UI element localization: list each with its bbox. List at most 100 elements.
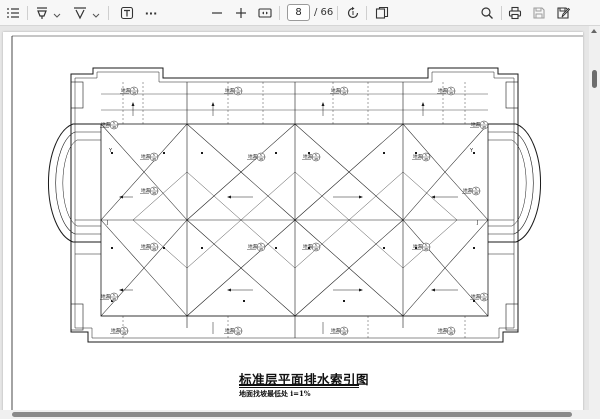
index-number: 5 [123, 327, 125, 331]
fit-page-icon[interactable] [256, 3, 274, 23]
drain-label: 地漏 [225, 327, 234, 334]
index-number: 5 [153, 243, 155, 247]
save-as-icon[interactable] [554, 3, 572, 23]
index-number: 5 [113, 121, 115, 125]
index-sheet: 48 [259, 247, 263, 251]
drain-label: 地漏 [463, 187, 472, 194]
horizontal-scroll-thumb[interactable] [12, 412, 572, 417]
drain-label: 地漏 [141, 153, 150, 160]
chevron-down-icon[interactable] [53, 7, 61, 19]
rotate-icon[interactable] [344, 3, 362, 23]
index-number: 5 [315, 243, 317, 247]
index-number: 5 [237, 327, 239, 331]
drain-label: 地漏 [121, 87, 130, 94]
index-sheet: 48 [424, 157, 428, 161]
index-number: 5 [343, 327, 345, 331]
index-sheet: 48 [132, 91, 136, 95]
drain-label: 地漏 [101, 293, 110, 300]
axis-label-y: Y [108, 148, 113, 154]
separator [108, 6, 109, 20]
drain-label: 地漏 [141, 243, 150, 250]
index-sheet: 48 [236, 331, 240, 335]
drawing-subtitle: 地面找坡最低处 i=1% [239, 389, 311, 398]
drain-label: 地漏 [141, 187, 150, 194]
index-number: 5 [153, 153, 155, 157]
zoom-in-icon[interactable] [232, 3, 250, 23]
drawing-title: 标准层平面排水索引图 [239, 372, 370, 387]
draw-icon[interactable] [71, 3, 89, 23]
scroll-up-arrow-icon[interactable] [591, 29, 597, 33]
zoom-out-icon[interactable] [208, 3, 226, 23]
index-number: 5 [450, 87, 452, 91]
index-sheet: 48 [474, 191, 478, 195]
index-sheet: 48 [152, 247, 156, 251]
index-number: 5 [133, 87, 135, 91]
text-box-icon[interactable] [118, 3, 136, 23]
axis-label-y: Y [469, 148, 474, 154]
index-number: 5 [260, 243, 262, 247]
index-number: 5 [475, 187, 477, 191]
more-button[interactable]: ··· [144, 6, 158, 20]
index-number: 5 [260, 153, 262, 157]
index-number: 5 [343, 87, 345, 91]
index-sheet: 48 [482, 125, 486, 129]
index-sheet: 48 [314, 157, 318, 161]
index-sheet: 48 [112, 297, 116, 301]
drain-label: 地漏 [303, 243, 312, 250]
index-sheet: 48 [236, 91, 240, 95]
save-icon[interactable] [530, 3, 548, 23]
index-sheet: 48 [342, 91, 346, 95]
print-icon[interactable] [506, 3, 524, 23]
page-total: / 66 [314, 7, 334, 18]
index-sheet: 48 [342, 331, 346, 335]
separator [27, 6, 28, 20]
drain-label: 地漏 [111, 327, 120, 334]
index-number: 5 [483, 293, 485, 297]
index-sheet: 48 [122, 331, 126, 335]
axis-label-j: J [476, 220, 478, 226]
page-number-input[interactable] [287, 4, 310, 21]
drain-label: 地漏 [101, 121, 110, 128]
index-sheet: 48 [424, 247, 428, 251]
toolbar: ··· / 66 [0, 0, 600, 26]
title-underline [239, 384, 359, 386]
vertical-scroll-thumb[interactable] [592, 70, 597, 88]
drain-label: 地漏 [248, 243, 257, 250]
index-number: 5 [315, 153, 317, 157]
index-sheet: 48 [314, 247, 318, 251]
two-page-icon[interactable] [373, 3, 391, 23]
list-icon[interactable] [4, 3, 22, 23]
chevron-down-icon[interactable] [92, 7, 100, 19]
drain-label: 地漏 [438, 87, 447, 94]
horizontal-scrollbar[interactable] [0, 410, 589, 419]
index-number: 5 [450, 327, 452, 331]
separator [279, 6, 280, 20]
vertical-scrollbar[interactable] [589, 26, 600, 419]
drain-label: 地漏 [471, 293, 480, 300]
drain-label: 地漏 [413, 243, 422, 250]
index-sheet: 48 [112, 125, 116, 129]
index-sheet: 48 [449, 91, 453, 95]
highlight-icon[interactable] [33, 3, 51, 23]
search-icon[interactable] [478, 3, 496, 23]
title-underline [239, 387, 359, 388]
